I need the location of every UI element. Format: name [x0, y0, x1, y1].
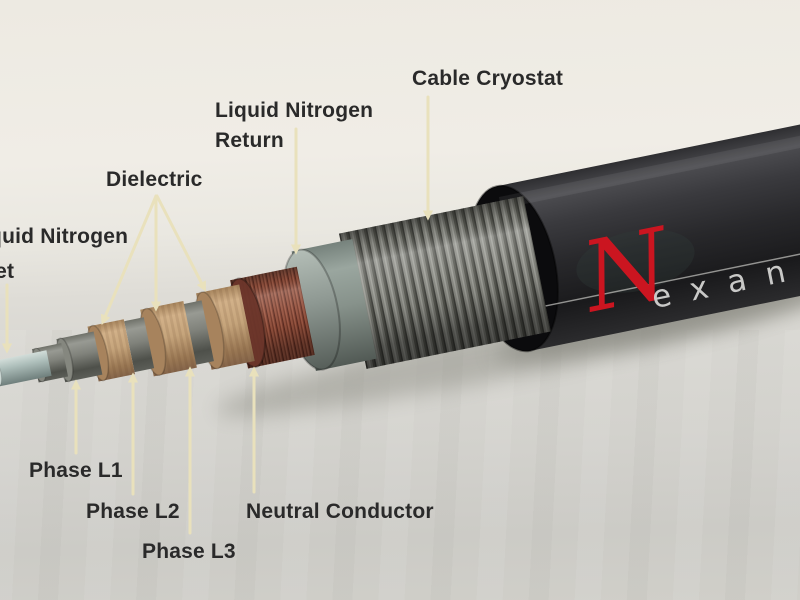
label-dielectric: Dielectric [106, 168, 203, 191]
leader-dielectric-1 [100, 194, 158, 325]
label-line-2: Inlet [0, 260, 15, 283]
label-line-1: Liquid Nitrogen [215, 99, 374, 122]
phase-l2-layer [124, 317, 155, 373]
label-line-2: Return [215, 129, 284, 152]
label-line-1: Liquid Nitrogen [0, 225, 129, 248]
core-inlet-tube [0, 350, 52, 388]
dielectric-ring-2 [139, 301, 197, 377]
leader-lines [1, 95, 434, 535]
phase-l3-layer [181, 300, 214, 366]
outer-jacket-layer: N exans [468, 120, 800, 353]
label-phase-l2: Phase L2 [86, 500, 180, 523]
label-phase-l3: Phase L3 [142, 540, 236, 563]
brand-stripe [545, 244, 800, 307]
leader-dielectric-3 [155, 194, 206, 292]
neutral-conductor-layer [227, 266, 315, 369]
label-cable-cryostat: Cable Cryostat [412, 67, 564, 90]
label-liquid-nitrogen-return: Liquid Nitrogen Return [215, 96, 373, 156]
jacket-reflection [576, 229, 695, 293]
cable-body: N exans [0, 120, 800, 388]
label-liquid-nitrogen-inlet: Liquid Nitrogen Inlet [0, 219, 128, 289]
label-neutral-conductor: Neutral Conductor [246, 500, 434, 523]
cryostat-corrugated-pipe [339, 196, 551, 369]
label-phase-l1: Phase L1 [29, 459, 123, 482]
